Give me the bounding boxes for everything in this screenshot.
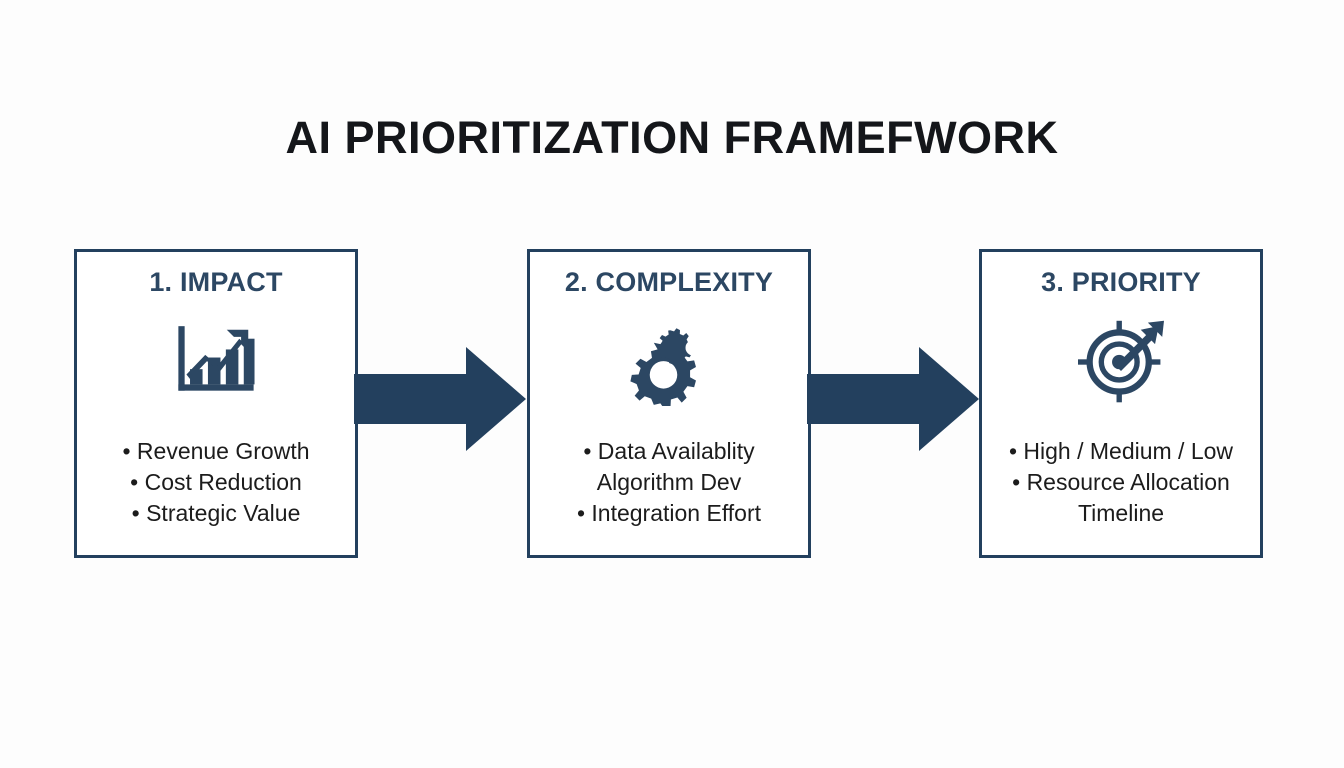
stage-heading-complexity: 2. COMPLEXITY xyxy=(564,267,774,297)
stage-bullets-impact: • Revenue Growth • Cost Reduction • Stra… xyxy=(85,436,347,529)
flow-arrow-impact-to-complexity xyxy=(354,347,526,451)
list-item: • Strategic Value xyxy=(131,500,301,526)
list-item: • Data Availablity xyxy=(583,438,755,464)
stage-bullets-complexity: • Data Availablity Algorithm Dev • Integ… xyxy=(538,436,800,529)
list-item: Timeline xyxy=(1077,500,1165,526)
target-arrow-icon xyxy=(1073,316,1169,408)
list-item: • Integration Effort xyxy=(576,500,762,526)
stage-card-complexity[interactable]: 2. COMPLEXITY • Data Availablity Algorit… xyxy=(527,249,811,558)
stage-bullets-priority: • High / Medium / Low • Resource Allocat… xyxy=(990,436,1252,529)
flow-arrow-complexity-to-priority xyxy=(807,347,979,451)
bar-chart-growth-icon xyxy=(168,316,264,408)
list-item: • Resource Allocation xyxy=(1012,469,1230,495)
list-item: • Cost Reduction xyxy=(130,469,302,495)
list-item: • Revenue Growth xyxy=(122,438,310,464)
page-title: AI PRIORITIZATION FRAMEFWORK xyxy=(285,112,1059,163)
list-item: Algorithm Dev xyxy=(596,469,742,495)
list-item: • High / Medium / Low xyxy=(1008,438,1234,464)
stage-card-priority[interactable]: 3. PRIORITY xyxy=(979,249,1263,558)
stage-heading-impact: 1. IMPACT xyxy=(149,267,283,297)
stage-card-impact[interactable]: 1. IMPACT • R xyxy=(74,249,358,558)
stage-heading-priority: 3. PRIORITY xyxy=(1041,267,1201,297)
gears-icon xyxy=(621,316,717,408)
